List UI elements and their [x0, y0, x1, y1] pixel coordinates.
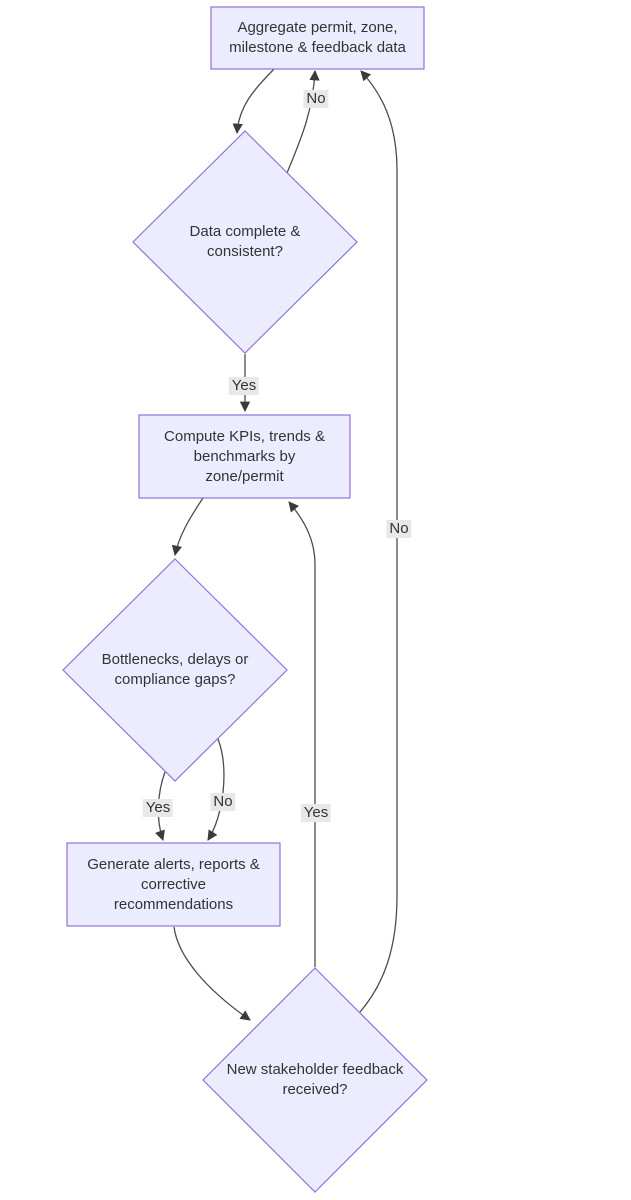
edge-label-datacheck-no: No: [303, 90, 329, 108]
edge-label-feedback-no: No: [386, 520, 412, 538]
node-aggregate-shape: [210, 6, 425, 70]
edge-feedback-no-to-aggregate: [359, 70, 398, 1013]
edge-label-gapcheck-yes: Yes: [142, 799, 174, 817]
node-gapcheck-label: Bottlenecks, delays or compliance gaps?: [101, 651, 249, 688]
edge-datacheck-no-to-aggregate: [286, 69, 320, 174]
edge-compute-to-gapcheck: [171, 497, 204, 557]
node-gapcheck-shape: [62, 558, 288, 782]
node-datacheck-label: Data complete & consistent?: [189, 223, 301, 260]
node-feedback-label: New stakeholder feedback received?: [226, 1061, 404, 1098]
node-compute-label: Compute KPIs, trends & benchmarks by zon…: [164, 427, 325, 485]
edge-feedback-yes-to-compute: [288, 501, 316, 967]
node-feedback-shape: [202, 967, 428, 1193]
edge-label-gapcheck-no: No: [210, 793, 236, 811]
node-compute-shape: [138, 414, 351, 499]
node-generate-label: Generate alerts, reports & corrective re…: [87, 855, 260, 913]
edge-generate-to-feedback: [173, 926, 251, 1021]
edge-label-feedback-yes: Yes: [300, 804, 332, 822]
edge-aggregate-to-datacheck: [232, 68, 275, 135]
node-generate-shape: [66, 842, 281, 927]
edge-gapcheck-no-to-generate: [207, 738, 225, 841]
edge-label-datacheck-yes: Yes: [228, 377, 260, 395]
node-aggregate-label: Aggregate permit, zone, milestone & feed…: [229, 19, 406, 56]
node-datacheck-shape: [132, 130, 358, 354]
